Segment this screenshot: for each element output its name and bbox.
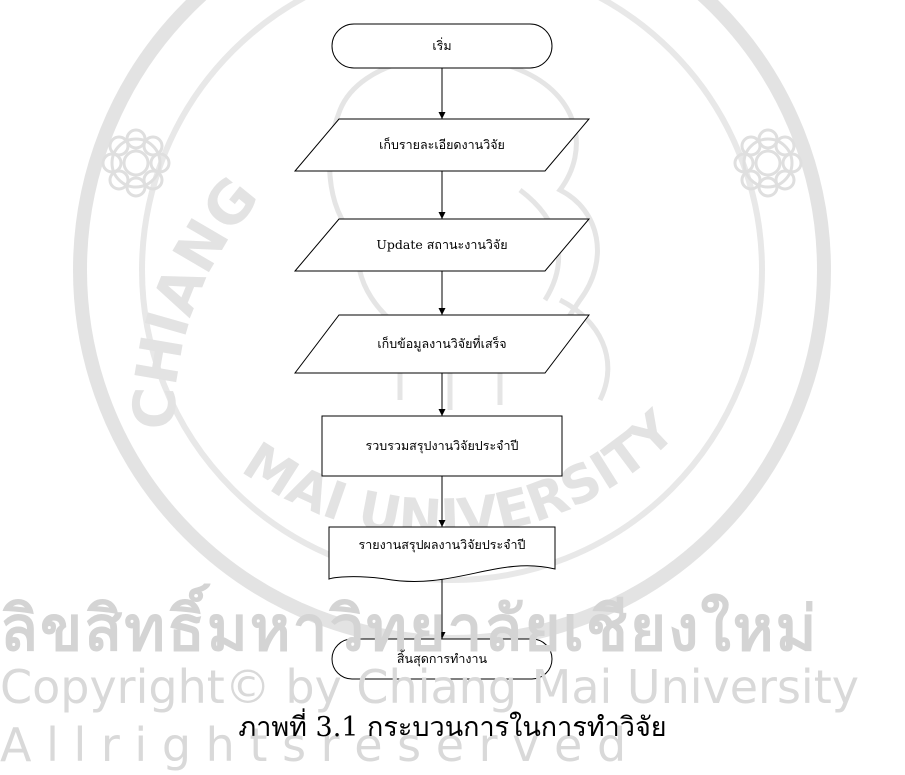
watermark-thai-copyright: ลิขสิทธิ์มหาวิทยาลัยเชียงใหม่ <box>0 592 819 665</box>
flowchart-node-label-collect-finished: เก็บข้อมูลงานวิจัยที่เสร็จ <box>377 336 507 351</box>
flowchart-node-end <box>331 638 553 680</box>
figure-caption: ภาพที่ 3.1 กระบวนการในการทำวิจัย <box>238 712 667 743</box>
flowchart-nodes <box>293 23 591 680</box>
seal-inner-ring <box>139 0 765 583</box>
flowchart-node-report <box>328 526 556 582</box>
flowchart-node-start <box>331 23 553 69</box>
flowchart-node-label-summarize: รวบรวมสรุปงานวิจัยประจำปี <box>365 438 519 453</box>
flowchart-node-collect-finished <box>293 314 591 374</box>
seal-flower-left <box>101 128 171 198</box>
flowchart-node-label-end: สิ้นสุดการทำงาน <box>396 651 488 666</box>
watermark-rights-line: A l l r i g h t s r e s e r v e d <box>0 718 627 772</box>
flowchart-node-collect-details <box>293 118 591 172</box>
flowchart-node-label-start: เริ่ม <box>432 38 452 53</box>
flowchart-node-update-status <box>293 218 591 272</box>
flowchart-node-label-report: รายงานสรุปผลงานวิจัยประจำปี <box>358 537 526 552</box>
flowchart-node-label-update-status: Update สถานะงานวิจัย <box>376 237 508 252</box>
seal-flower-right <box>733 128 803 198</box>
flowchart-node-label-collect-details: เก็บรายละเอียดงานวิจัย <box>379 137 505 152</box>
flowchart-node-summarize <box>321 415 563 477</box>
seal-arc-text-left: CHIANG <box>120 164 271 431</box>
watermark-copyright-line: Copyright© by Chiang Mai University <box>0 660 859 714</box>
